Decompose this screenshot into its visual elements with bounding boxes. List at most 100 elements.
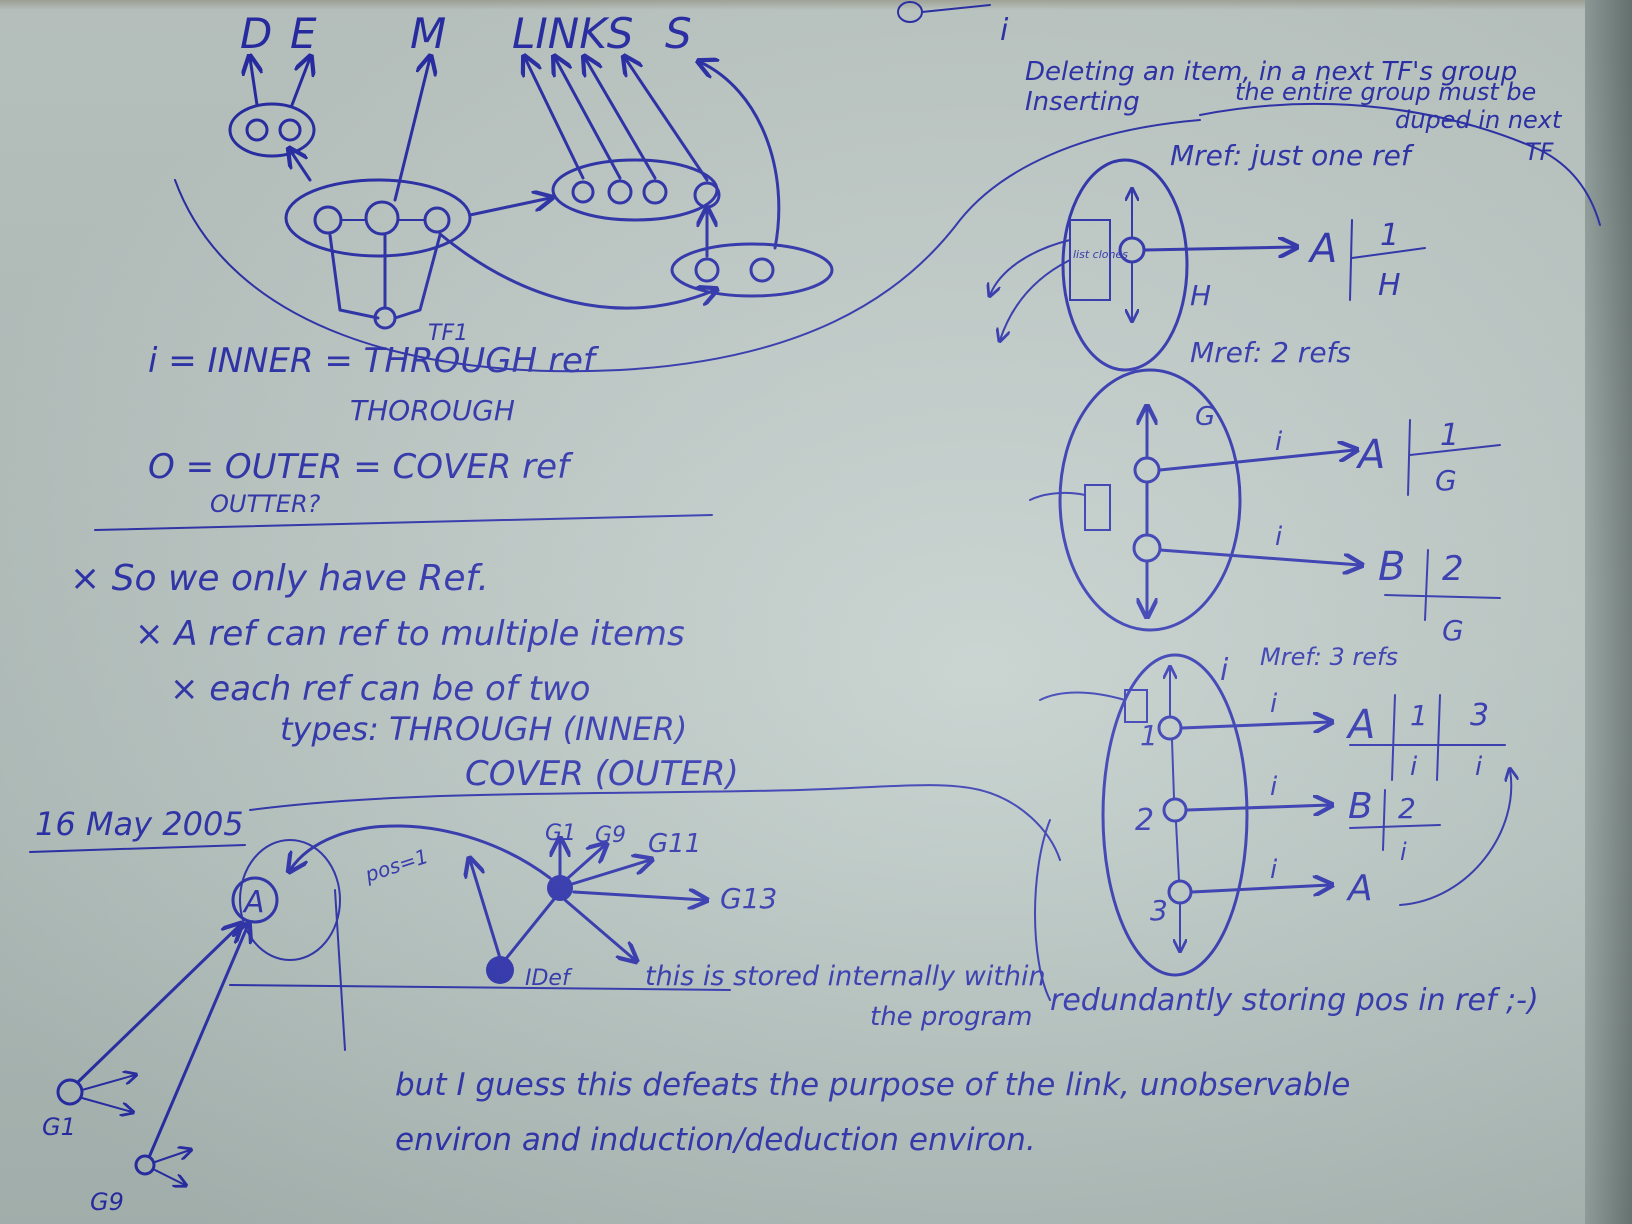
arrow-left-g9-out-2 bbox=[154, 1169, 185, 1185]
top-note-line-5: TF bbox=[1525, 138, 1555, 166]
mref-2-link-b: i bbox=[1275, 522, 1283, 552]
date-underline bbox=[29, 844, 246, 853]
mref-3-node-1 bbox=[1157, 715, 1183, 741]
node-a-label: A bbox=[242, 885, 265, 920]
def-outer-alt: OUTTER? bbox=[210, 490, 321, 518]
arrow-to-e bbox=[290, 58, 310, 107]
def-outer: O = OUTER = COVER ref bbox=[148, 447, 574, 487]
stored-note: this is stored internally within bbox=[645, 961, 1046, 992]
main-node-2 bbox=[364, 200, 400, 236]
bottom-diagram: 16 May 2005 A pos=1 G1 G9 G11 G13 IDef bbox=[29, 784, 1539, 1216]
left-g1-node bbox=[56, 1078, 84, 1106]
label-m: M bbox=[410, 9, 446, 58]
mref-3-arrow-to-a1 bbox=[1180, 722, 1330, 728]
arrow-left-g9-out-1 bbox=[154, 1150, 190, 1163]
mref-2-a-fraction-bar bbox=[1409, 444, 1501, 456]
page-top-edge bbox=[0, 0, 1632, 10]
mref-3-prefix: i bbox=[1220, 653, 1229, 688]
mref-3-num-3: 3 bbox=[1150, 894, 1168, 927]
note-line-1: × So we only have Ref. bbox=[70, 558, 489, 599]
mref-3-title: Mref: 3 refs bbox=[1260, 643, 1398, 671]
arrow-left-g9-to-a bbox=[148, 925, 248, 1157]
mref-3-a-sub-2: i bbox=[1475, 752, 1483, 782]
mref-2-a-top: 1 bbox=[1440, 418, 1459, 453]
mref-3-b-sub-1: i bbox=[1400, 838, 1407, 866]
arrow-main-to-de bbox=[290, 150, 312, 182]
mref-1-ellipse bbox=[1061, 158, 1189, 372]
links-node-3 bbox=[642, 179, 668, 205]
mref-3-target-1: A bbox=[1345, 702, 1375, 748]
def-inner-alt: THOROUGH bbox=[350, 394, 515, 427]
top-i-label: i bbox=[1000, 13, 1009, 48]
s-group-ellipse bbox=[670, 242, 834, 298]
de-group-ellipse bbox=[228, 102, 316, 158]
main-node-1 bbox=[313, 205, 343, 235]
top-note-line-2: Inserting bbox=[1025, 87, 1140, 117]
arrow-left-g1-out-1 bbox=[81, 1075, 135, 1091]
mref-3-node-3 bbox=[1167, 879, 1193, 905]
arrow-links-3 bbox=[585, 58, 657, 180]
mref-3-arrow-to-a2 bbox=[1190, 885, 1330, 892]
top-node-fragment bbox=[897, 1, 923, 23]
mref-3-b-col-1: 2 bbox=[1398, 792, 1416, 825]
mref-3-b-divider bbox=[1382, 789, 1386, 851]
mref-3-a-col-1: 1 bbox=[1410, 699, 1428, 732]
s-node-2 bbox=[749, 257, 775, 283]
mref-2-a-bottom: G bbox=[1435, 464, 1457, 497]
mref-3-target-3: A bbox=[1346, 868, 1373, 909]
label-g13: G13 bbox=[720, 882, 777, 915]
section-divider-curve bbox=[174, 119, 1201, 373]
label-d: D bbox=[240, 9, 272, 58]
mref-3-link-1 bbox=[1171, 739, 1175, 799]
definitions-underline bbox=[94, 514, 713, 531]
mref-3-b-bar bbox=[1349, 824, 1441, 829]
top-right-notes: i Deleting an item, in a next TF's group… bbox=[897, 1, 1601, 226]
mref-3-a-divider-1 bbox=[1391, 694, 1396, 781]
main-group-ellipse bbox=[284, 178, 472, 258]
mref-1-divider bbox=[1349, 219, 1353, 301]
label-idef: IDef bbox=[525, 966, 573, 991]
mref-section-2: Mref: 2 refs G i A 1 G i B 2 G bbox=[1029, 336, 1501, 647]
mref-2-node-label: G bbox=[1195, 402, 1215, 432]
pos-label: pos=1 bbox=[361, 844, 431, 887]
idef-node bbox=[486, 956, 514, 984]
definitions: i = INNER = THROUGH ref THOROUGH O = OUT… bbox=[94, 341, 713, 531]
mref-2-link-a: i bbox=[1275, 427, 1283, 457]
mref-1-fraction-top: 1 bbox=[1380, 218, 1399, 253]
arrow-to-stored-note bbox=[563, 898, 635, 960]
arrow-links-4 bbox=[625, 58, 709, 182]
redundant-curve bbox=[1034, 819, 1051, 1001]
arrow-to-s bbox=[700, 62, 781, 250]
node-a-ellipse bbox=[239, 839, 341, 961]
mref-2-target-b: B bbox=[1378, 544, 1405, 590]
mref-1-out-arrow-1 bbox=[990, 239, 1071, 295]
mref-2-b-divider bbox=[1424, 549, 1429, 621]
mref-2-arrow-to-b bbox=[1158, 548, 1360, 565]
mref-2-out-line bbox=[1029, 491, 1086, 501]
label-g1-top: G1 bbox=[545, 821, 576, 846]
note-line-5: COVER (OUTER) bbox=[465, 754, 739, 794]
mref-3-link-2 bbox=[1175, 821, 1180, 881]
label-tf1: TF1 bbox=[428, 321, 468, 346]
de-node-1 bbox=[245, 118, 269, 142]
s-node-1 bbox=[694, 257, 720, 283]
mref-1-out-arrow-2 bbox=[1000, 259, 1071, 340]
arrow-left-g1-out-2 bbox=[81, 1097, 132, 1112]
mref-3-out-line bbox=[1039, 691, 1126, 701]
mref-3-arrow-to-b bbox=[1185, 805, 1330, 810]
mref-2-node-1 bbox=[1133, 456, 1161, 484]
arrow-to-d bbox=[250, 58, 257, 107]
label-g9-top: G9 bbox=[595, 823, 626, 848]
stored-note-2: the program bbox=[870, 1002, 1033, 1032]
mref-2-title: Mref: 2 refs bbox=[1190, 336, 1351, 369]
top-left-diagram: D E M LINKS S bbox=[174, 9, 1201, 373]
arrow-to-g11 bbox=[570, 860, 650, 886]
bottom-baseline bbox=[229, 984, 731, 991]
top-line-fragment bbox=[921, 4, 991, 13]
def-inner: i = INNER = THROUGH ref bbox=[148, 341, 600, 381]
mref-2-a-divider bbox=[1407, 419, 1411, 496]
mref-1-node-label: H bbox=[1190, 279, 1211, 312]
mref-3-link-3-label: i bbox=[1270, 855, 1278, 885]
mref-3-ellipse bbox=[1101, 653, 1249, 977]
note-line-3: × each ref can be of two bbox=[170, 669, 590, 709]
